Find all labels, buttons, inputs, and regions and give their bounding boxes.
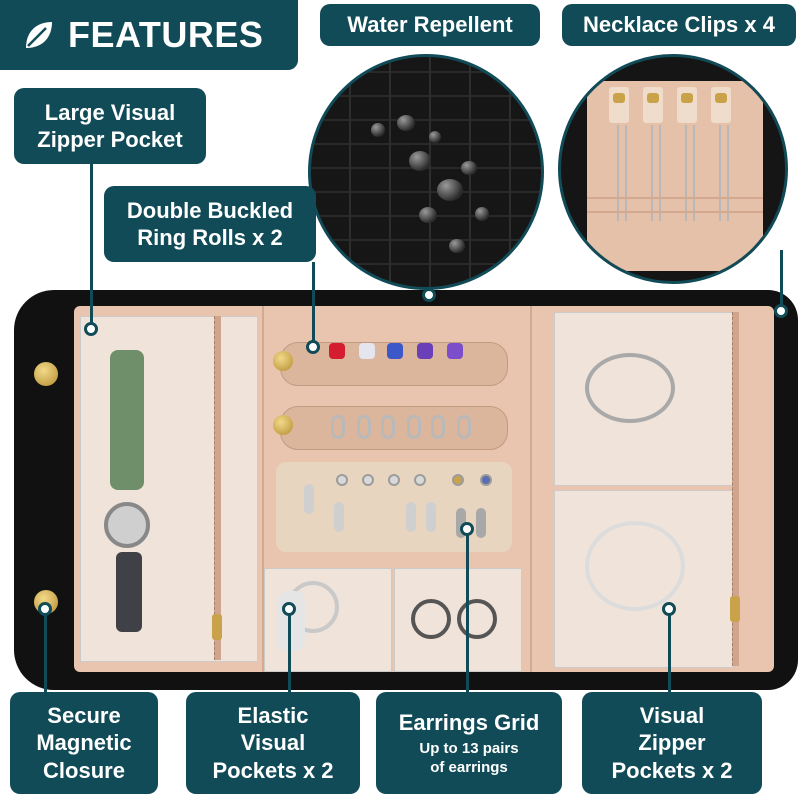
magnetic-closure-label: Secure Magnetic Closure — [10, 692, 158, 794]
middle-panel — [264, 306, 532, 672]
visual-zipper-pocket-bottom — [554, 490, 734, 668]
connector-line — [780, 250, 783, 310]
connector-line — [668, 606, 671, 692]
earrings-grid-label: Earrings Grid Up to 13 pairs of earrings — [376, 692, 562, 794]
ring-roll-top — [273, 342, 508, 386]
callout-dot — [774, 304, 788, 318]
callout-dot — [460, 522, 474, 536]
organizer-lining — [74, 306, 774, 672]
necklace-clips-label: Necklace Clips x 4 — [562, 4, 796, 46]
connector-line — [312, 262, 315, 346]
necklace-clips-detail-image — [558, 54, 788, 284]
earrings-grid-card — [276, 462, 512, 552]
features-header: FEATURES — [0, 0, 298, 70]
elastic-pocket-right — [394, 568, 522, 672]
callout-dot — [84, 322, 98, 336]
zipper-pull — [730, 596, 740, 622]
large-zipper-pocket — [80, 316, 258, 662]
visual-zipper-pocket-top — [554, 312, 734, 486]
callout-dot — [306, 340, 320, 354]
water-repellent-label: Water Repellent — [320, 4, 540, 46]
bracelet-item — [110, 350, 144, 490]
watch-face — [104, 502, 150, 548]
callout-dot — [282, 602, 296, 616]
visual-zipper-pockets-label: Visual Zipper Pockets x 2 — [582, 692, 762, 794]
ring-roll-bottom — [273, 406, 508, 450]
connector-line — [90, 162, 93, 326]
zipper — [214, 316, 221, 660]
callout-dot — [662, 602, 676, 616]
callout-dot — [38, 602, 52, 616]
zipper — [732, 312, 739, 666]
right-panel — [532, 306, 772, 672]
large-zipper-pocket-label: Large Visual Zipper Pocket — [14, 88, 206, 164]
leaf-icon — [26, 22, 52, 48]
magnetic-snap-top — [34, 362, 58, 386]
connector-line — [288, 608, 291, 692]
left-panel — [74, 306, 264, 672]
water-repellent-detail-image — [308, 54, 544, 290]
ring-rolls-label: Double Buckled Ring Rolls x 2 — [104, 186, 316, 262]
connector-line — [466, 526, 469, 692]
zipper-pull — [212, 614, 222, 640]
page-title: FEATURES — [68, 14, 264, 55]
jewelry-organizer-image — [14, 290, 798, 690]
callout-dot — [422, 288, 436, 302]
watch-strap — [116, 552, 142, 632]
elastic-pockets-label: Elastic Visual Pockets x 2 — [186, 692, 360, 794]
connector-line — [44, 608, 47, 692]
elastic-pocket-left — [264, 568, 392, 672]
